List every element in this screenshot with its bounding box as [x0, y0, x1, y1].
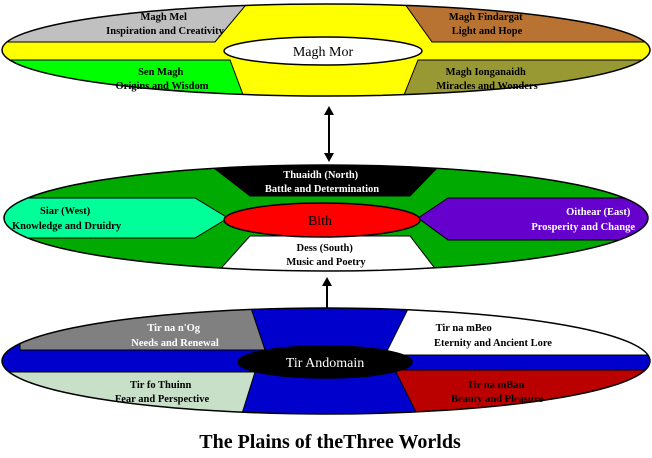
lower-world-center — [237, 345, 413, 379]
upper-sector-bottom-right — [401, 59, 650, 96]
middle-north-meaning: Battle and Determination — [265, 184, 379, 195]
upper-top-left-label: Magh Mel Inspiration and Creativity — [106, 12, 224, 37]
middle-center-label: Bith — [308, 214, 332, 229]
lower-bottom-right-name: Tir na mBan — [467, 380, 525, 391]
lower-bottom-left-name: Tir fo Thuinn — [130, 380, 191, 391]
lower-bottom-left-label: Tir fo Thuinn Fear and Perspective — [115, 380, 210, 405]
upper-world-center — [223, 36, 423, 66]
upper-sector-bottom-left — [2, 59, 246, 96]
upper-center-label: Magh Mor — [293, 45, 354, 60]
middle-south-label: Dess (South) Music and Poetry — [286, 243, 366, 268]
middle-east-name: Oithear (East) — [566, 207, 631, 218]
lower-top-right-label: Tir na mBeo Eternity and Ancient Lore — [434, 323, 552, 349]
middle-east-meaning: Prosperity and Change — [531, 222, 635, 233]
middle-world-plain — [4, 165, 648, 271]
upper-bottom-right-name: Magh Ionganaidh — [446, 67, 526, 78]
lower-bottom-right-meaning: Beauty and Pleasure — [451, 394, 543, 405]
lower-top-left-meaning: Needs and Renewal — [131, 338, 219, 349]
upper-bottom-right-label: Magh Ionganaidh Miracles and Wonders — [436, 67, 537, 92]
upper-bottom-left-name: Sen Magh — [138, 67, 183, 78]
upper-world-plain — [2, 4, 650, 96]
upper-bottom-right-meaning: Miracles and Wonders — [436, 81, 537, 92]
middle-west-meaning: Knowledge and Druidry — [12, 221, 122, 232]
upper-bottom-left-meaning: Origins and Wisdom — [116, 81, 209, 92]
diagram-title: The Plains of theThree Worlds — [199, 431, 461, 453]
middle-west-name: Siar (West) — [40, 206, 91, 217]
upper-world-outline — [1, 3, 651, 97]
middle-east-label: Oithear (East) Prosperity and Change — [531, 207, 635, 233]
upper-top-left-name: Magh Mel — [141, 12, 187, 23]
middle-north-label: Thuaidh (North) Battle and Determination — [265, 170, 379, 195]
upper-middle-connector-arrow — [324, 106, 334, 162]
lower-top-left-name: Tir na n'Og — [147, 323, 200, 334]
lower-top-right-name: Tir na mBeo — [436, 323, 492, 334]
middle-world-center — [223, 202, 421, 238]
lower-bottom-right-label: Tir na mBan Beauty and Pleasure — [451, 380, 543, 405]
middle-sector-east — [417, 197, 648, 241]
middle-world-outline — [3, 164, 649, 272]
lower-center-label: Tir Andomain — [286, 356, 364, 371]
middle-sector-north — [208, 165, 442, 197]
lower-top-left-label: Tir na n'Og Needs and Renewal — [131, 323, 219, 349]
upper-top-right-name: Magh Findargat — [449, 12, 523, 23]
upper-top-right-meaning: Light and Hope — [452, 26, 523, 37]
middle-south-meaning: Music and Poetry — [286, 257, 366, 268]
lower-bottom-left-meaning: Fear and Perspective — [115, 394, 210, 405]
upper-top-right-label: Magh Findargat Light and Hope — [449, 12, 525, 37]
middle-south-name: Dess (South) — [297, 243, 354, 254]
lower-world-outline — [1, 307, 651, 415]
upper-bottom-left-label: Sen Magh Origins and Wisdom — [116, 67, 209, 92]
middle-west-label: Siar (West) Knowledge and Druidry — [12, 206, 122, 232]
middle-sector-west — [4, 197, 229, 239]
lower-top-right-meaning: Eternity and Ancient Lore — [434, 338, 552, 349]
upper-top-left-meaning: Inspiration and Creativity — [106, 26, 224, 37]
middle-north-name: Thuaidh (North) — [283, 170, 358, 181]
